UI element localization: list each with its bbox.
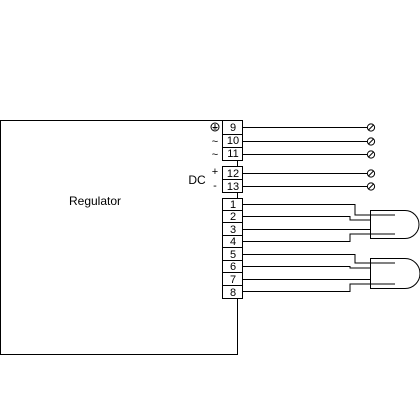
ac-symbol-1: ~: [212, 136, 218, 148]
terminal-13: 13: [227, 181, 239, 193]
lamp-2-wiring: [242, 254, 370, 292]
ac-symbol-2: ~: [212, 149, 218, 161]
terminal-11: 11: [227, 148, 238, 160]
supply-wires: [242, 127, 367, 187]
lamp-1-wiring: [242, 204, 370, 242]
terminal-6: 6: [230, 261, 236, 273]
terminal-7: 7: [230, 274, 236, 286]
dc-label: DC: [188, 173, 206, 187]
protective-earth-icon: [210, 122, 220, 132]
lamp-icon: [370, 210, 420, 239]
dc-minus: -: [213, 180, 217, 192]
lamp-icon: [370, 258, 420, 289]
regulator-label: Regulator: [69, 194, 121, 208]
terminal-3: 3: [230, 224, 236, 236]
terminal-5: 5: [230, 249, 236, 261]
terminal-10: 10: [227, 135, 239, 147]
terminal-9: 9: [230, 122, 236, 134]
terminal-2: 2: [230, 211, 236, 223]
regulator-box: [0, 120, 238, 355]
terminal-12: 12: [227, 168, 239, 180]
terminal-block-ac: [222, 120, 243, 161]
terminal-4: 4: [230, 236, 236, 248]
terminal-circle-icon: [366, 123, 376, 191]
dc-plus: +: [212, 166, 218, 178]
terminal-block-lamps: [222, 198, 243, 299]
terminal-1: 1: [230, 199, 236, 211]
terminal-8: 8: [230, 287, 236, 299]
